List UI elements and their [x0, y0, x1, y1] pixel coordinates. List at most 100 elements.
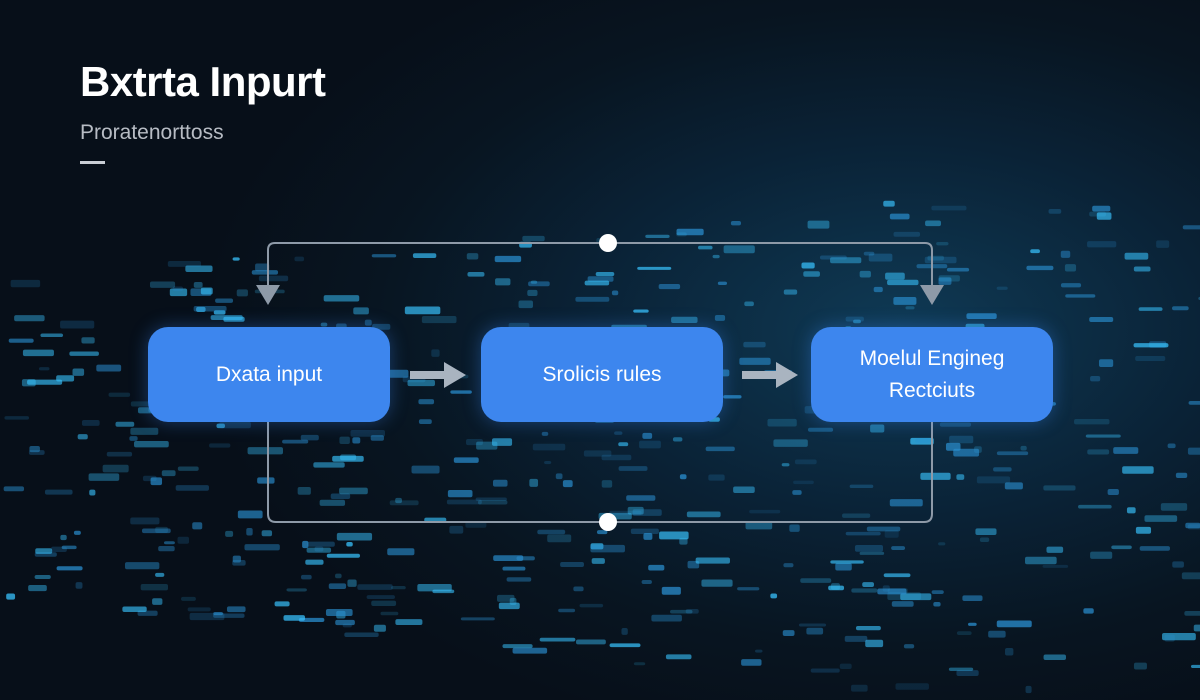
data-stream-dash [883, 573, 911, 578]
data-stream-dash [835, 563, 852, 571]
data-stream-dash [141, 528, 171, 534]
data-stream-dash [889, 213, 910, 220]
node-data-input[interactable]: Dxata input [148, 327, 390, 422]
data-stream-dash [1064, 264, 1077, 272]
data-stream-dash [225, 530, 234, 537]
data-stream-dash [810, 668, 840, 673]
data-stream-dash [1025, 556, 1057, 565]
data-stream-dash [953, 448, 980, 457]
data-stream-dash [1135, 526, 1152, 534]
data-stream-dash [537, 529, 566, 535]
data-stream-dash [770, 593, 778, 599]
data-stream-dash [676, 228, 704, 236]
data-stream-dash [547, 534, 572, 543]
data-stream-dash [988, 630, 1006, 638]
data-stream-dash [1156, 240, 1170, 248]
data-stream-dash [1083, 608, 1094, 614]
data-stream-dash [1162, 633, 1196, 641]
data-stream-dash [936, 241, 949, 246]
data-stream-dash [323, 295, 360, 302]
data-stream-dash [187, 607, 211, 612]
data-stream-dash [1172, 306, 1189, 311]
data-stream-dash [60, 320, 95, 329]
data-stream-dash [853, 319, 861, 324]
data-stream-dash [251, 270, 279, 275]
data-stream-dash [421, 315, 457, 324]
data-stream-dash [851, 684, 868, 692]
data-stream-dash [887, 279, 919, 286]
data-stream-dash [155, 526, 168, 533]
data-stream-dash [502, 566, 526, 571]
data-stream-dash [1124, 252, 1149, 260]
data-stream-dash [979, 537, 990, 542]
data-stream-dash [642, 432, 653, 439]
data-stream-dash [4, 416, 30, 420]
data-stream-dash [169, 288, 188, 297]
data-stream-dash [130, 517, 160, 525]
loop-arrow-right [920, 285, 944, 305]
data-stream-dash [466, 439, 483, 446]
data-stream-dash [1090, 551, 1113, 559]
data-stream-dash [956, 670, 979, 677]
data-stream-dash [849, 484, 874, 489]
data-stream-dash [614, 431, 623, 435]
data-stream-dash [306, 547, 332, 553]
data-stream-dash [56, 566, 83, 571]
data-stream-dash [601, 480, 613, 488]
data-stream-dash [106, 451, 133, 457]
data-stream-dash [1060, 250, 1071, 258]
data-stream-dash [975, 528, 997, 535]
data-stream-dash [232, 555, 241, 563]
data-stream-dash [247, 447, 283, 455]
data-stream-dash [900, 593, 932, 601]
data-stream-dash [96, 364, 122, 372]
data-stream-dash [532, 443, 566, 451]
data-stream-dash [807, 220, 830, 229]
data-stream-dash [948, 667, 974, 672]
data-stream-dash [645, 234, 670, 238]
data-stream-dash [1026, 265, 1054, 271]
data-stream-dash [494, 255, 522, 263]
data-stream-dash [350, 430, 386, 437]
data-stream-dash [701, 579, 733, 587]
data-stream-dash [453, 457, 479, 463]
data-stream-dash [868, 253, 893, 262]
data-stream-dash [528, 281, 550, 287]
data-stream-dash [885, 272, 905, 280]
page-subtitle: Proratenorttoss [80, 121, 224, 144]
data-stream-dash [889, 499, 923, 507]
data-stream-dash [1111, 545, 1132, 550]
data-stream-dash [346, 542, 353, 547]
data-stream-dash [89, 489, 96, 496]
data-stream-dash [373, 624, 386, 632]
data-stream-dash [282, 439, 309, 444]
node-rules[interactable]: Srolicis rules [481, 327, 723, 422]
data-stream-dash [658, 284, 681, 290]
data-stream-dash [14, 315, 45, 322]
data-stream-dash [933, 601, 941, 607]
data-stream-dash [258, 275, 289, 282]
data-stream-dash [1087, 241, 1117, 248]
data-stream-dash [745, 521, 773, 530]
data-stream-dash [1133, 343, 1169, 348]
data-stream-dash [124, 562, 160, 570]
data-stream-dash [335, 619, 355, 626]
data-stream-dash [1167, 443, 1176, 449]
data-stream-dash [633, 309, 649, 313]
data-stream-dash [714, 315, 726, 321]
data-stream-dash [255, 263, 270, 272]
data-stream-dash [325, 609, 353, 616]
arrow-rules-to-engine [742, 362, 798, 388]
data-stream-dash [793, 480, 814, 485]
data-stream-dash [893, 297, 917, 305]
data-stream-dash [671, 316, 698, 323]
data-stream-dash [938, 542, 946, 546]
data-stream-dash [1160, 503, 1188, 511]
data-stream-dash [226, 606, 246, 613]
data-stream-dash [72, 368, 85, 376]
data-stream-dash [237, 510, 263, 519]
data-stream-dash [939, 422, 972, 427]
data-stream-dash [705, 446, 735, 452]
data-stream-dash [38, 367, 50, 371]
